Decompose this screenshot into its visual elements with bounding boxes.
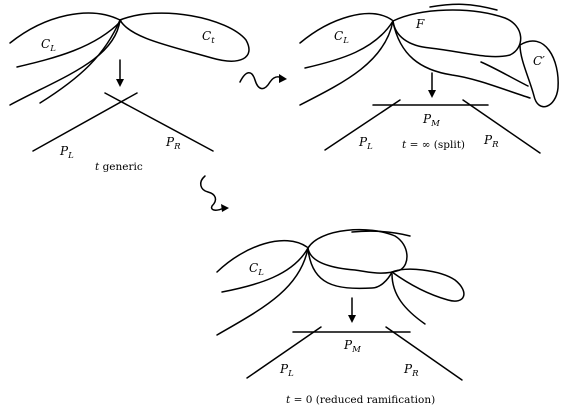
label-f-split: F — [415, 17, 425, 31]
curve-right-lobe-reduced — [391, 268, 465, 302]
line-pl-split — [324, 99, 401, 151]
curve-bottom-left-reduced — [216, 247, 309, 336]
label-pm-reduced: PM — [343, 338, 361, 355]
squiggle-arrow-right — [239, 72, 287, 90]
arrowhead-reduced — [348, 315, 356, 323]
panel-split: CL F C′ PM PL PR t = ∞ (split) — [299, 3, 559, 154]
panel-generic: CL Ct PL PR t generic — [9, 12, 250, 173]
label-ct-generic: Ct — [202, 29, 215, 46]
curve-lobe-reduced — [307, 228, 408, 274]
line-pr-generic — [104, 92, 214, 152]
label-c-prime-split: C′ — [533, 54, 545, 68]
panel-reduced: CL PM PL PR t = 0 (reduced ramification) — [216, 228, 465, 406]
arrowhead-generic — [116, 79, 124, 87]
curve-cl-outer — [9, 12, 121, 44]
caption-generic: t generic — [95, 161, 143, 173]
curve-top-right — [429, 3, 498, 11]
curve-ct-lobe — [119, 12, 250, 62]
curve-cl-outer-reduced — [216, 239, 308, 273]
curve-lower-reduced — [307, 248, 393, 290]
label-pr-generic: PR — [165, 135, 181, 152]
curve-cl-inner-split — [304, 20, 394, 69]
line-pl-reduced — [246, 326, 322, 379]
curve-f-lower — [392, 21, 531, 99]
label-pm-split: PM — [422, 112, 440, 129]
curve-branch-right — [480, 61, 529, 87]
label-cl-split: CL — [334, 29, 349, 46]
curve-bottom-right — [39, 19, 121, 104]
label-cl-generic: CL — [41, 37, 56, 54]
label-pl-reduced: PL — [279, 362, 294, 379]
curve-bottom-left-split — [299, 20, 394, 106]
label-pl-generic: PL — [59, 144, 74, 161]
caption-reduced: t = 0 (reduced ramification) — [286, 394, 435, 406]
curve-cl-inner — [16, 20, 122, 68]
label-pr-reduced: PR — [403, 362, 419, 379]
line-pr-reduced — [385, 326, 463, 381]
curve-c-prime — [519, 40, 559, 108]
curve-cl-inner-reduced — [221, 247, 309, 293]
line-pl-generic — [32, 92, 138, 152]
line-pr-split — [462, 99, 541, 154]
curve-cl-outer-split — [299, 12, 393, 44]
curve-top-right-reduced — [351, 230, 411, 237]
arrowhead-split — [428, 90, 436, 98]
label-pl-split: PL — [358, 135, 373, 152]
curve-bottom-left — [9, 19, 121, 106]
caption-split: t = ∞ (split) — [402, 139, 465, 151]
label-pr-split: PR — [483, 133, 499, 150]
curve-f-lobe — [392, 9, 522, 58]
label-cl-reduced: CL — [249, 261, 264, 278]
curve-tail-reduced — [391, 273, 426, 325]
squiggle-arrow-down — [200, 175, 229, 212]
